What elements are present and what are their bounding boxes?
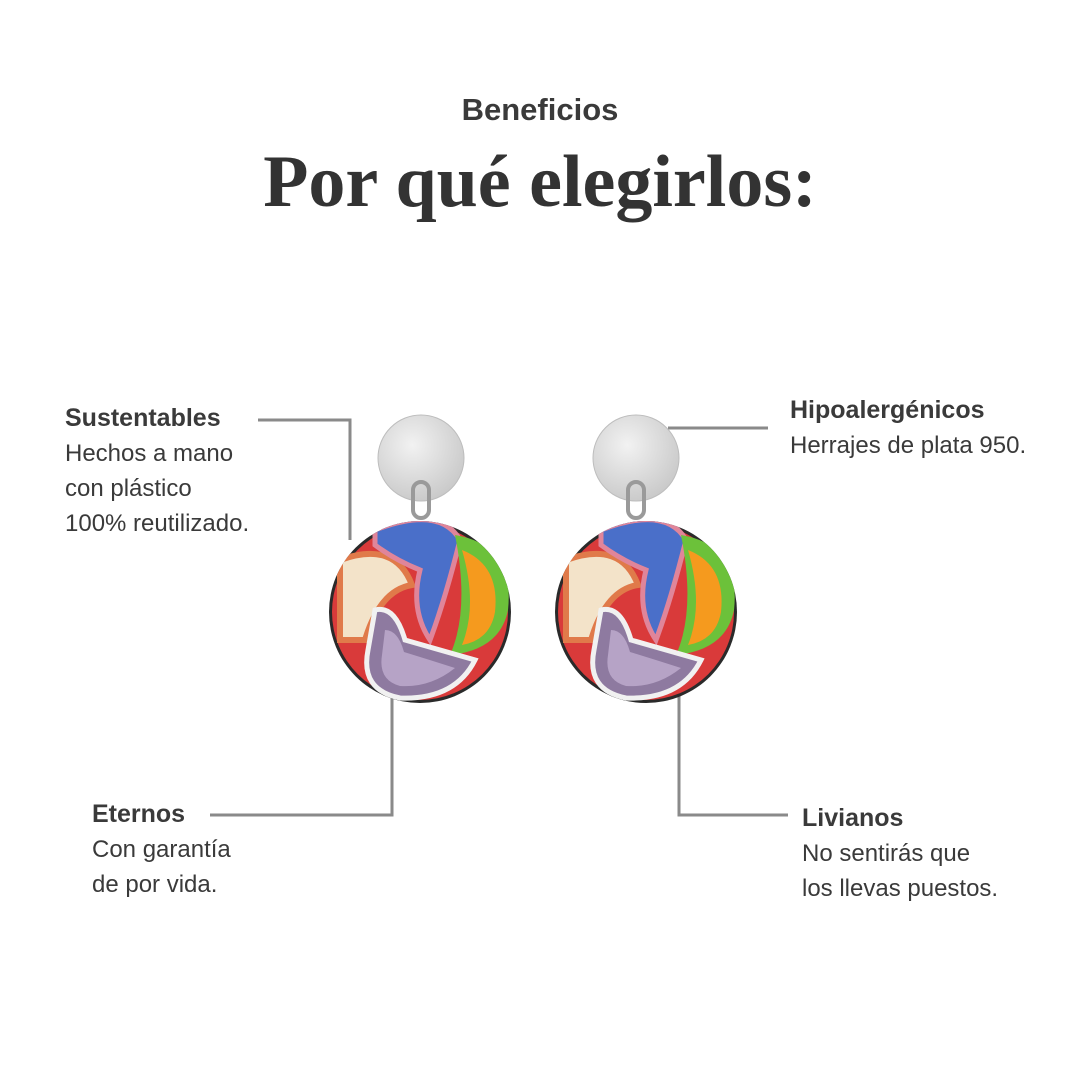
page-title: Por qué elegirlos:	[263, 141, 817, 223]
connector-sustentables	[258, 418, 352, 540]
connector-lines	[210, 418, 788, 817]
silver-stud	[377, 414, 465, 502]
callout-title: Livianos	[802, 804, 904, 832]
callout-text: Hechos a mano con plástico 100% reutiliz…	[65, 440, 250, 537]
silver-stud	[592, 414, 680, 502]
callout-livianos: Livianos No sentirás que los llevas pues…	[802, 800, 998, 906]
callout-sustentables: Sustentables Hechos a mano con plástico …	[65, 400, 249, 541]
callout-text: Herrajes de plata 950.	[790, 432, 1027, 459]
earring-right	[555, 414, 737, 703]
earring-left	[329, 414, 511, 703]
callout-hipoalergenicos: Hipoalergénicos Herrajes de plata 950.	[790, 392, 1026, 463]
callout-eternos: Eternos Con garantía de por vida.	[92, 796, 231, 902]
callout-text: Con garantía de por vida.	[92, 836, 231, 898]
connector-eternos	[210, 695, 394, 817]
jump-ring	[626, 480, 646, 520]
callout-title: Eternos	[92, 800, 186, 828]
section-eyebrow: Beneficios	[461, 92, 619, 127]
connector-livianos	[677, 690, 788, 817]
callout-title: Hipoalergénicos	[790, 396, 985, 424]
jump-ring	[411, 480, 431, 520]
callout-title: Sustentables	[65, 404, 221, 432]
callout-text: No sentirás que los llevas puestos.	[802, 840, 999, 902]
